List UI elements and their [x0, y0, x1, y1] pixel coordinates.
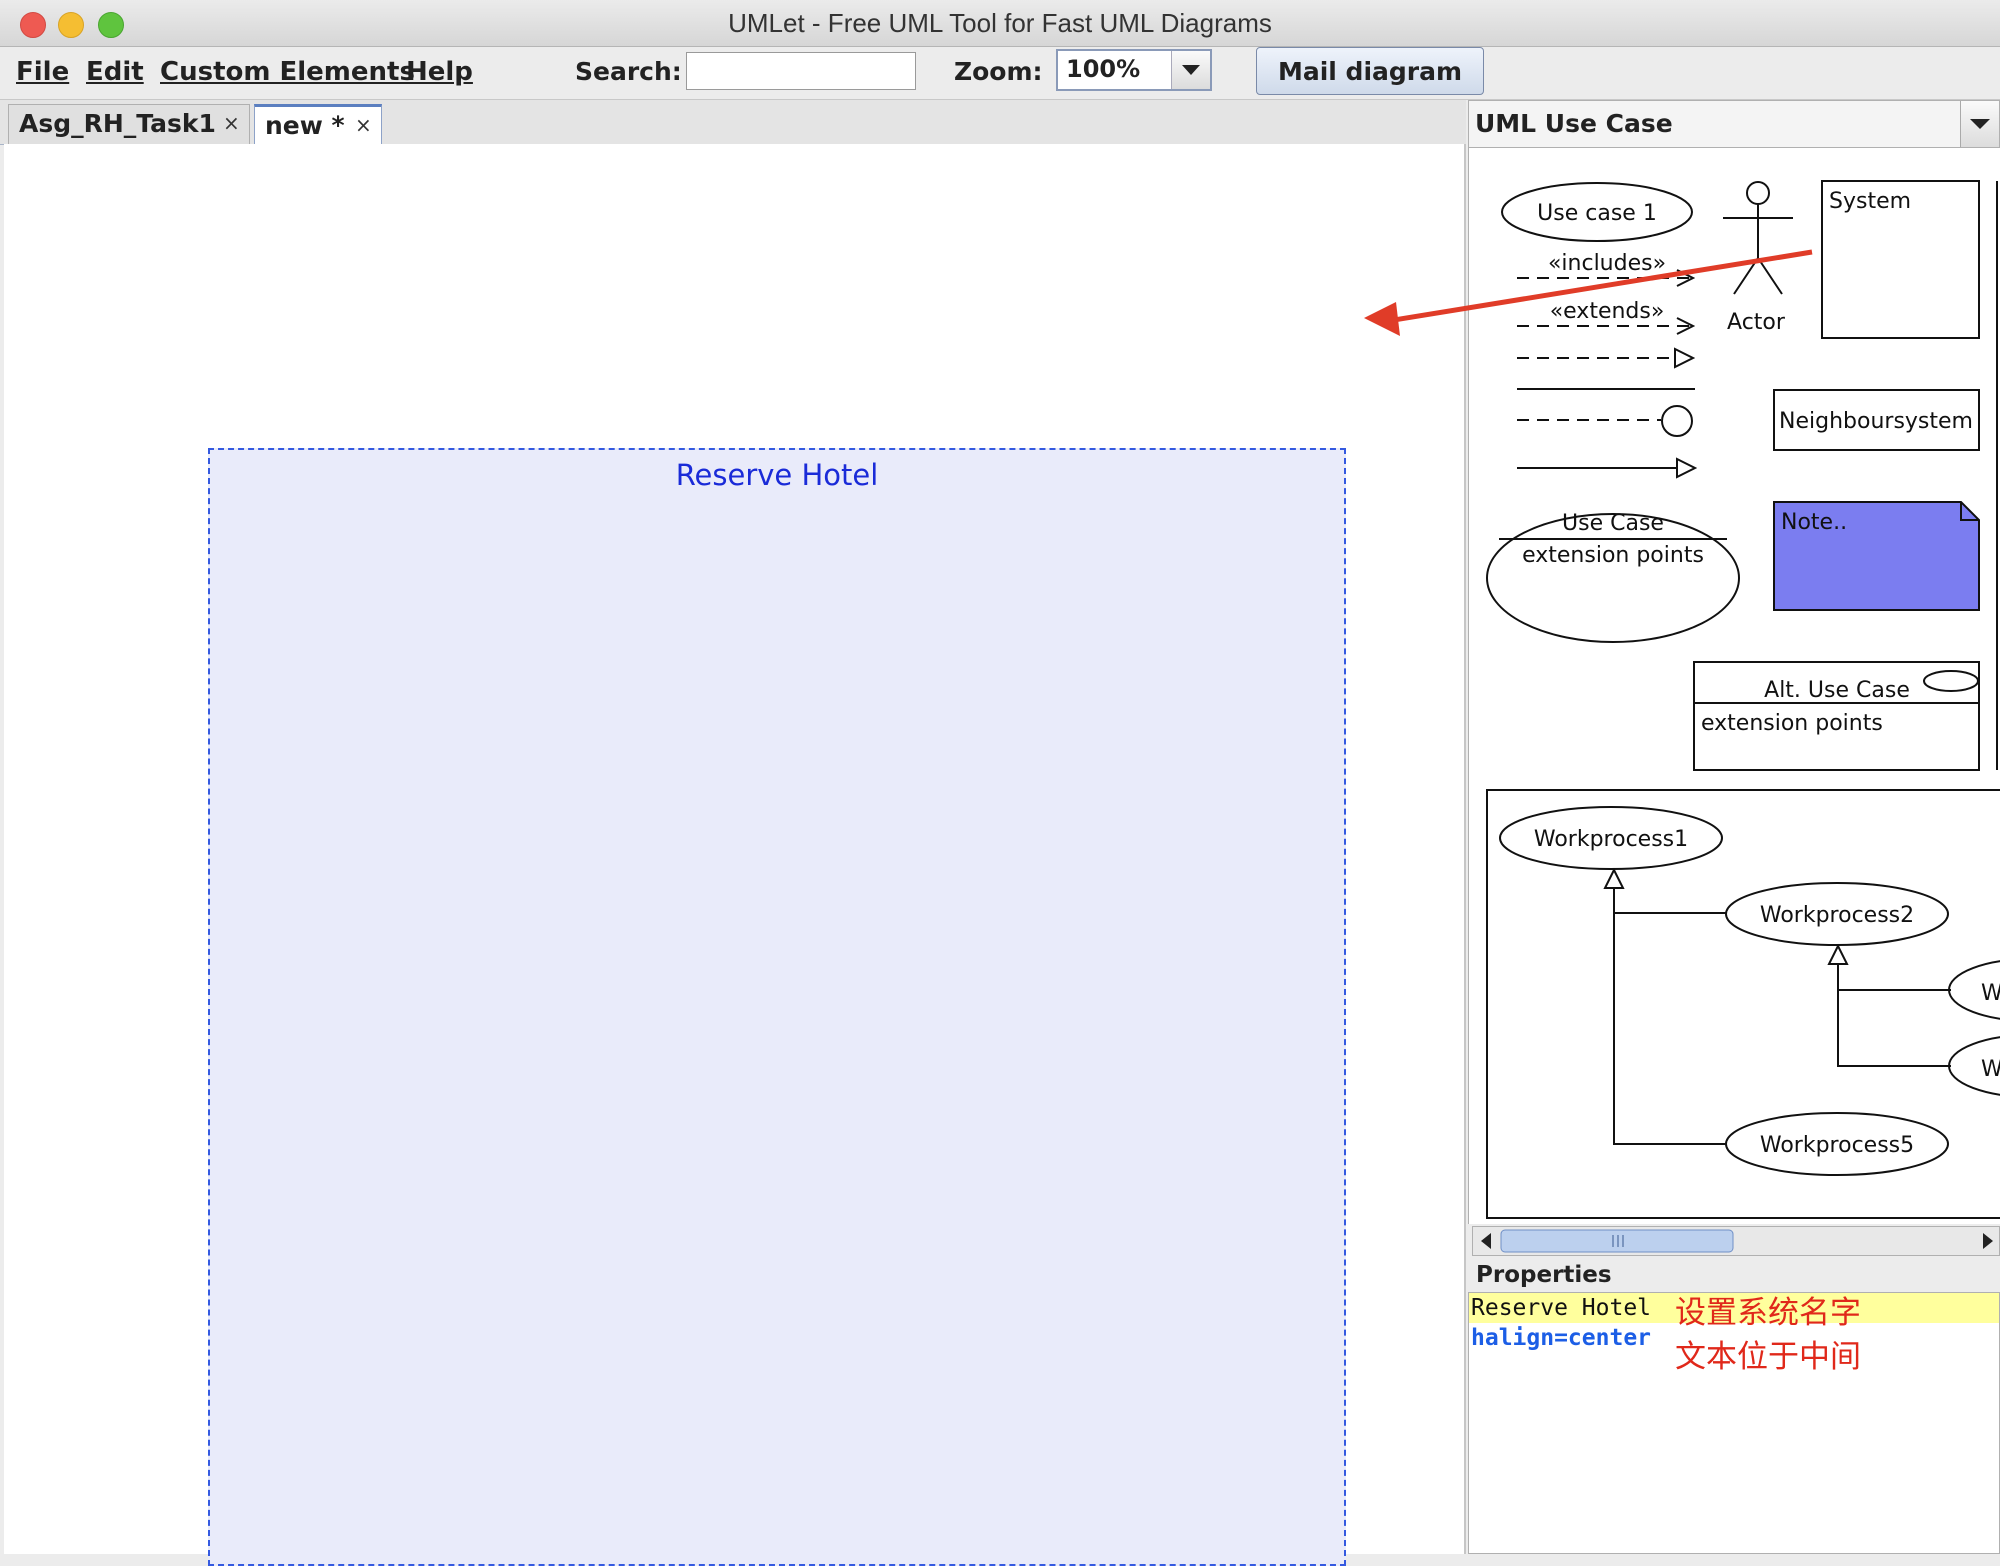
annotation-set-system-name: 设置系统名字 [1675, 1295, 1861, 1331]
svg-text:Use Case: Use Case [1562, 511, 1664, 536]
scroll-right-icon [1983, 1233, 1993, 1249]
zoom-select[interactable]: 100% [1056, 49, 1212, 91]
svg-text:«extends»: «extends» [1550, 299, 1665, 324]
close-tab-icon[interactable]: × [223, 111, 240, 135]
neighboursystem-element[interactable]: Neighboursystem [1773, 389, 1980, 451]
search-label: Search: [575, 57, 682, 86]
scroll-thumb [1500, 1229, 1734, 1253]
actor-element[interactable]: Actor [1723, 181, 1793, 335]
system-title: Reserve Hotel [675, 458, 879, 492]
maximize-window-button[interactable] [98, 12, 124, 38]
mail-diagram-button[interactable]: Mail diagram [1256, 47, 1484, 95]
system-boundary-element[interactable]: Reserve Hotel [208, 448, 1346, 1566]
use-case-1-element[interactable]: Use case 1 [1501, 182, 1693, 242]
chevron-down-icon [1970, 119, 1990, 129]
title-bar: UMLet - Free UML Tool for Fast UML Diagr… [0, 0, 2000, 47]
property-line-2[interactable]: halign=center [1471, 1325, 1652, 1351]
interface-relation[interactable] [1517, 405, 1693, 437]
svg-text:Actor: Actor [1727, 310, 1786, 335]
svg-text:W: W [1981, 1057, 2000, 1082]
diagram-canvas[interactable]: Reserve Hotel [4, 144, 1466, 1566]
properties-editor[interactable]: Reserve Hotel halign=center 设置系统名字 文本位于中… [1468, 1292, 2000, 1554]
includes-relation[interactable]: «includes» [1517, 251, 1693, 278]
menu-help[interactable]: Help [406, 57, 473, 87]
palette-drawing: Use case 1 «includes» «extends» [1486, 180, 2000, 1219]
menu-custom-elements[interactable]: Custom Elements [160, 57, 415, 87]
scroll-left-icon [1481, 1233, 1491, 1249]
scrollbar-drawing [1481, 1229, 1993, 1253]
workprocess-hierarchy-element[interactable]: Workprocess1 Workprocess2 W W Workproces… [1486, 789, 2000, 1219]
palette-dropdown-button[interactable] [1960, 101, 1999, 147]
zoom-label: Zoom: [954, 57, 1043, 86]
close-window-button[interactable] [20, 12, 46, 38]
search-input[interactable] [686, 52, 916, 90]
use-case-extension-element[interactable]: Use Case extension points [1486, 511, 1740, 643]
svg-text:Note..: Note.. [1781, 510, 1847, 535]
svg-text:System: System [1829, 189, 1911, 214]
note-element[interactable]: Note.. [1773, 501, 1980, 611]
tab-label: new * [265, 111, 345, 140]
zoom-dropdown-button[interactable] [1171, 51, 1210, 89]
menu-toolbar: File Edit Custom Elements Help Search: Z… [0, 47, 2000, 100]
minimize-window-button[interactable] [58, 12, 84, 38]
svg-text:Alt. Use Case: Alt. Use Case [1764, 678, 1910, 703]
svg-text:Use case 1: Use case 1 [1537, 201, 1657, 226]
tab-label: Asg_RH_Task1 [19, 109, 216, 138]
system-element[interactable]: System [1821, 180, 1980, 339]
window-title: UMLet - Free UML Tool for Fast UML Diagr… [728, 8, 1272, 38]
alt-use-case-element[interactable]: Alt. Use Case extension points [1693, 661, 1980, 771]
svg-text:Workprocess5: Workprocess5 [1760, 1133, 1914, 1158]
tab-new[interactable]: new * × [254, 104, 382, 144]
svg-text:W: W [1981, 981, 2000, 1006]
palette-selector[interactable]: UML Use Case [1468, 100, 2000, 148]
zoom-value: 100% [1066, 55, 1141, 83]
palette-horizontal-scrollbar[interactable] [1472, 1226, 2000, 1256]
palette-title: UML Use Case [1475, 109, 1673, 138]
menu-edit[interactable]: Edit [86, 57, 144, 87]
diagram-tabs: Asg_RH_Task1 × new * × [0, 100, 1466, 145]
svg-text:Neighboursystem: Neighboursystem [1779, 409, 1973, 434]
annotation-text-centered: 文本位于中间 [1675, 1339, 1861, 1375]
svg-text:Workprocess2: Workprocess2 [1760, 903, 1914, 928]
svg-text:Workprocess1: Workprocess1 [1534, 827, 1688, 852]
current-line-highlight [1469, 1293, 1999, 1323]
chevron-down-icon [1182, 65, 1200, 75]
close-tab-icon[interactable]: × [355, 113, 372, 137]
svg-text:extension points: extension points [1522, 543, 1704, 568]
tab-asg-rh-task1[interactable]: Asg_RH_Task1 × [8, 104, 250, 144]
property-line-1[interactable]: Reserve Hotel [1471, 1295, 1652, 1321]
svg-text:extension points: extension points [1701, 711, 1883, 736]
extends-relation[interactable]: «extends» [1517, 299, 1693, 326]
svg-text:«includes»: «includes» [1548, 251, 1666, 276]
element-palette: Use case 1 «includes» «extends» [1468, 148, 2000, 1224]
properties-label: Properties [1476, 1262, 1612, 1288]
menu-file[interactable]: File [16, 57, 70, 87]
